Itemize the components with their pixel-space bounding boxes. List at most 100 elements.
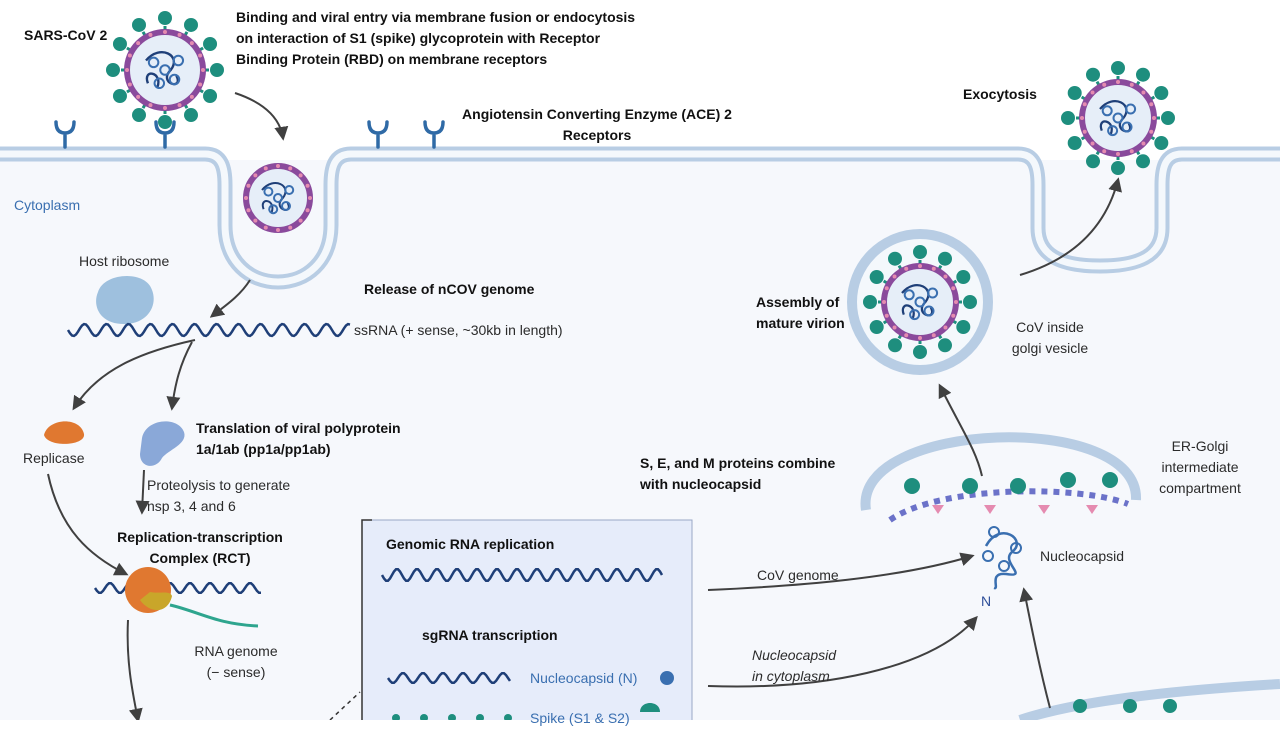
envelope-protein [1129,149,1134,154]
receptor-stem [423,120,445,149]
arrow-cov-genome [707,552,975,591]
spike-head [1154,86,1169,100]
envelope-protein [253,173,258,178]
ergic-spike-protein [1102,472,1118,488]
ergic-m-proteins [888,488,1130,523]
nucleocapsid-protein [903,289,915,301]
nucleocapsid-cytoplasm-line2: in cytoplasm [752,668,830,684]
rna-genome-label-line2: (− sense) [206,664,266,680]
spike-legend-icon [640,703,660,712]
envelope-protein [288,225,293,230]
nucleocapsid-protein [927,287,939,299]
spike-head [1111,61,1125,75]
envelope-protein [148,32,153,37]
nucleocapsid-n-dot [660,671,674,685]
envelope-protein [1102,149,1107,154]
n-letter-label: N [981,593,992,609]
ace2-receptor [54,120,76,149]
sem-label-line2: with nucleocapsid [640,476,762,492]
cytoplasm-label: Cytoplasm [14,197,81,213]
nucleocapsid-protein [1107,125,1119,137]
envelope-protein [246,208,251,213]
envelope-protein [951,313,956,318]
translation-label-line2: 1a/1ab (pp1a/pp1ab) [196,441,331,457]
envelope-protein [148,103,153,108]
nucleocapsid-protein [1112,112,1124,124]
endocytosed-virion [243,163,313,233]
envelope-protein [884,286,889,291]
arrow-golgi-to-exocytosis [1019,177,1122,276]
envelope-protein [263,166,268,171]
envelope-protein [1116,80,1120,84]
envelope-protein [305,183,310,188]
envelope-protein [951,286,956,291]
spike-head [888,251,902,266]
nucleocapsid-protein [1121,121,1133,133]
ergic-e-protein [1038,505,1050,514]
arrow-to-polyprotein [166,341,193,411]
cov-golgi-label-line2: golgi vesicle [1011,340,1089,356]
spike-head [913,245,927,259]
ace2-label-line1: Angiotensin Converting Enzyme (ACE) 2 [462,106,732,122]
er-golgi-label-line3: compartment [1159,480,1241,496]
spike-partial-label: Spike (S1 & S2) [530,710,630,726]
envelope-protein [954,300,958,304]
spike-head [913,345,927,359]
spike-head [184,108,198,123]
nucleocapsid-protein [172,54,185,67]
receptor-stem [367,120,389,149]
host-ribosome [96,275,154,324]
spike-head [938,338,952,353]
envelope-protein [127,53,132,58]
spike-head [863,295,877,309]
sars-cov2-label: SARS-CoV 2 [24,27,108,43]
rna-genome-label-line1: RNA genome [194,643,278,659]
rct-complex-subunit [140,592,172,611]
genomic-ssrna [66,322,351,338]
spike-head [158,115,172,129]
envelope-protein [253,218,258,223]
envelope-protein [1129,82,1134,87]
nucleocapsid-protein [153,77,166,90]
ace2-receptor [423,120,445,149]
spike-head [1061,111,1075,125]
envelope-protein [276,228,280,232]
exocytosis-label: Exocytosis [963,86,1037,102]
envelope-protein [931,266,936,271]
spike-head [112,37,127,51]
replicase-icon [44,421,85,444]
nucleocapsid-protein [1125,103,1137,115]
spike-head [210,63,224,77]
nucleocapsid-subunit [988,526,1000,538]
rct-rna-plus [93,581,261,595]
nucleocapsid-subunit [998,560,1010,572]
arrow-to-replicase [72,339,196,411]
nucleocapsid-n-label: Nucleocapsid (N) [530,670,638,686]
mature-virion [863,245,977,359]
ergic-e-protein [1086,505,1098,514]
envelope-protein [1080,116,1084,120]
spike-head [1161,111,1175,125]
envelope-protein [276,164,280,168]
envelope-protein [136,41,141,46]
arrow-ergic-to-golgi [938,383,983,477]
ace2-receptor [154,120,176,149]
exocytosed-virion [1061,61,1175,175]
cov-golgi-label-line1: CoV inside [1016,319,1084,335]
envelope-protein [1090,141,1095,146]
ssrna-label: ssRNA (+ sense, ~30kb in length) [354,322,563,338]
nucleocapsid-protein [281,201,291,211]
envelope-protein [904,333,909,338]
er-golgi-label-line2: intermediate [1161,459,1239,475]
ergic-spike-protein [904,478,920,494]
spike-head [1136,67,1150,82]
nucleocapsid-protein [273,193,283,203]
sgrna-n-wave [386,671,512,685]
binding-text-line3: Binding Protein (RBD) on membrane recept… [236,51,548,67]
spike-head [203,37,218,51]
arrow-nucleocapsid-cytoplasm [707,615,978,688]
host-ribosome-label: Host ribosome [79,253,170,269]
cell-membrane-inner [0,150,1280,286]
envelope-protein [177,32,182,37]
